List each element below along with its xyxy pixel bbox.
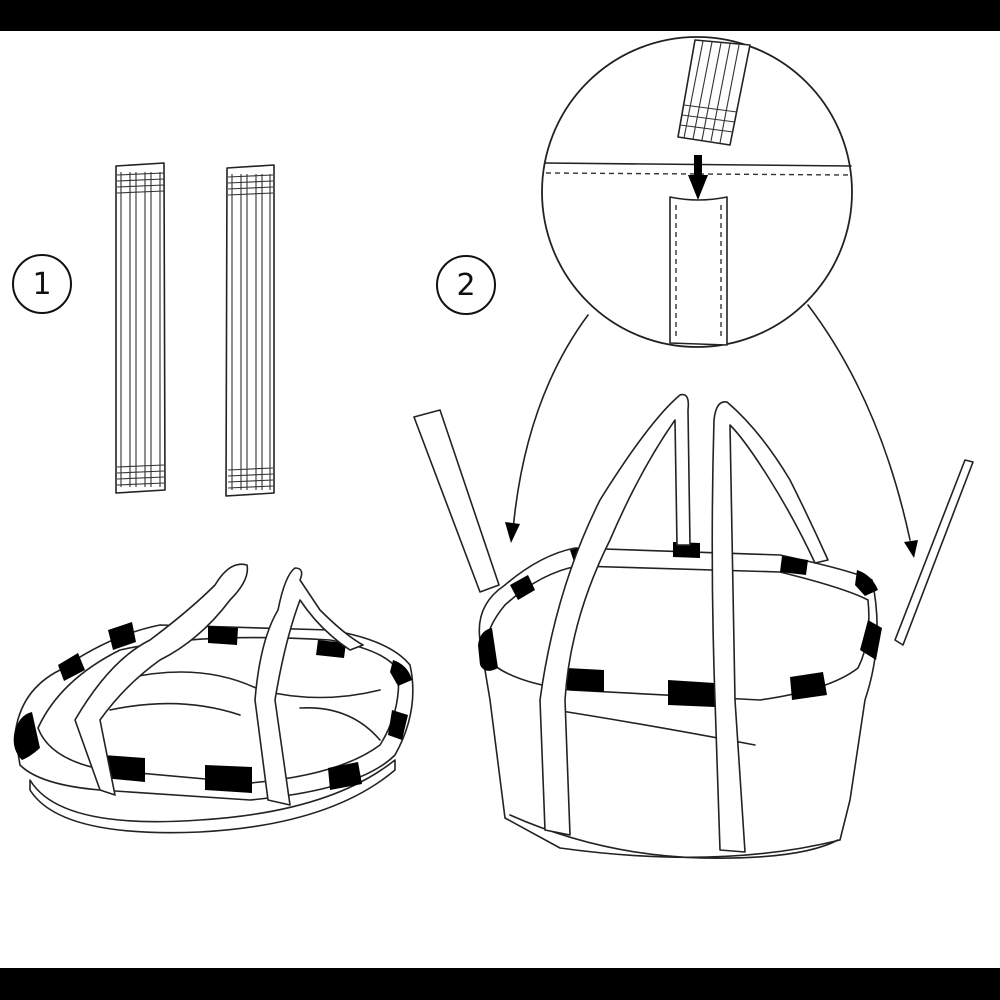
detail-magnifier xyxy=(505,36,918,558)
step-1-number: 1 xyxy=(32,266,52,302)
strip-insert-right xyxy=(894,459,974,646)
basket-upright xyxy=(478,393,882,859)
basket-flat xyxy=(13,563,414,834)
bottom-black-border xyxy=(0,968,1000,1000)
step-2-badge: 2 xyxy=(436,255,496,315)
step-1-badge: 1 xyxy=(12,254,72,314)
step-2-number: 2 xyxy=(456,267,476,303)
strip-insert-left xyxy=(413,409,500,593)
top-black-border xyxy=(0,0,1000,31)
strip-right xyxy=(225,164,275,497)
strip-left xyxy=(115,162,166,494)
